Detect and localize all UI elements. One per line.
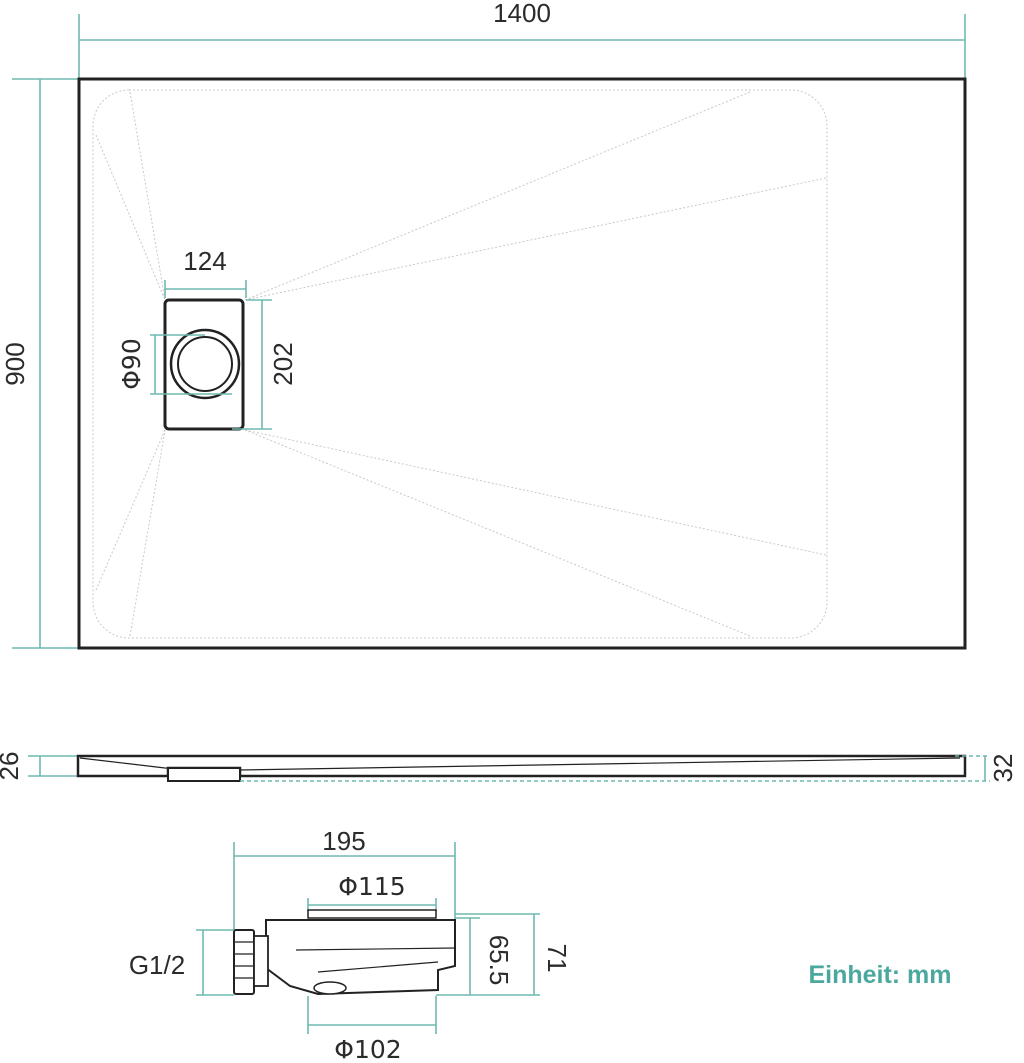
trap-grate [307,909,437,919]
trap-top-diameter-label: Φ115 [338,872,405,901]
trap-length-label: 195 [322,826,365,856]
drain-inner-ring [177,336,233,392]
height-label: 900 [0,342,30,385]
drain-height-label: 202 [268,342,298,385]
drain-width-label: 124 [183,246,226,276]
drain-diameter-label: Φ90 [117,338,146,390]
trap-outlet-pipe [253,935,269,987]
trap-body [265,919,456,996]
trap-bottom-diameter-label: Φ102 [334,1035,401,1063]
drain-trap-view: 195 Φ115 G1/2 65.5 71 [129,826,572,1063]
side-left-label: 26 [0,752,24,781]
width-label: 1400 [493,0,551,28]
unit-label: Einheit: mm [808,961,951,989]
top-view: 1400 900 124 [0,0,967,650]
tray-inner-surface [92,89,828,639]
trap-outer-height-label: 71 [542,944,572,973]
slope-lines [95,91,827,637]
side-view: 26 32 [0,752,1018,783]
trap-thread-label: G1/2 [129,950,185,980]
trap-outlet-nut [233,929,255,995]
side-right-label: 32 [988,754,1018,783]
drain-profile [167,767,241,782]
trap-inner-height-label: 65.5 [484,935,514,986]
